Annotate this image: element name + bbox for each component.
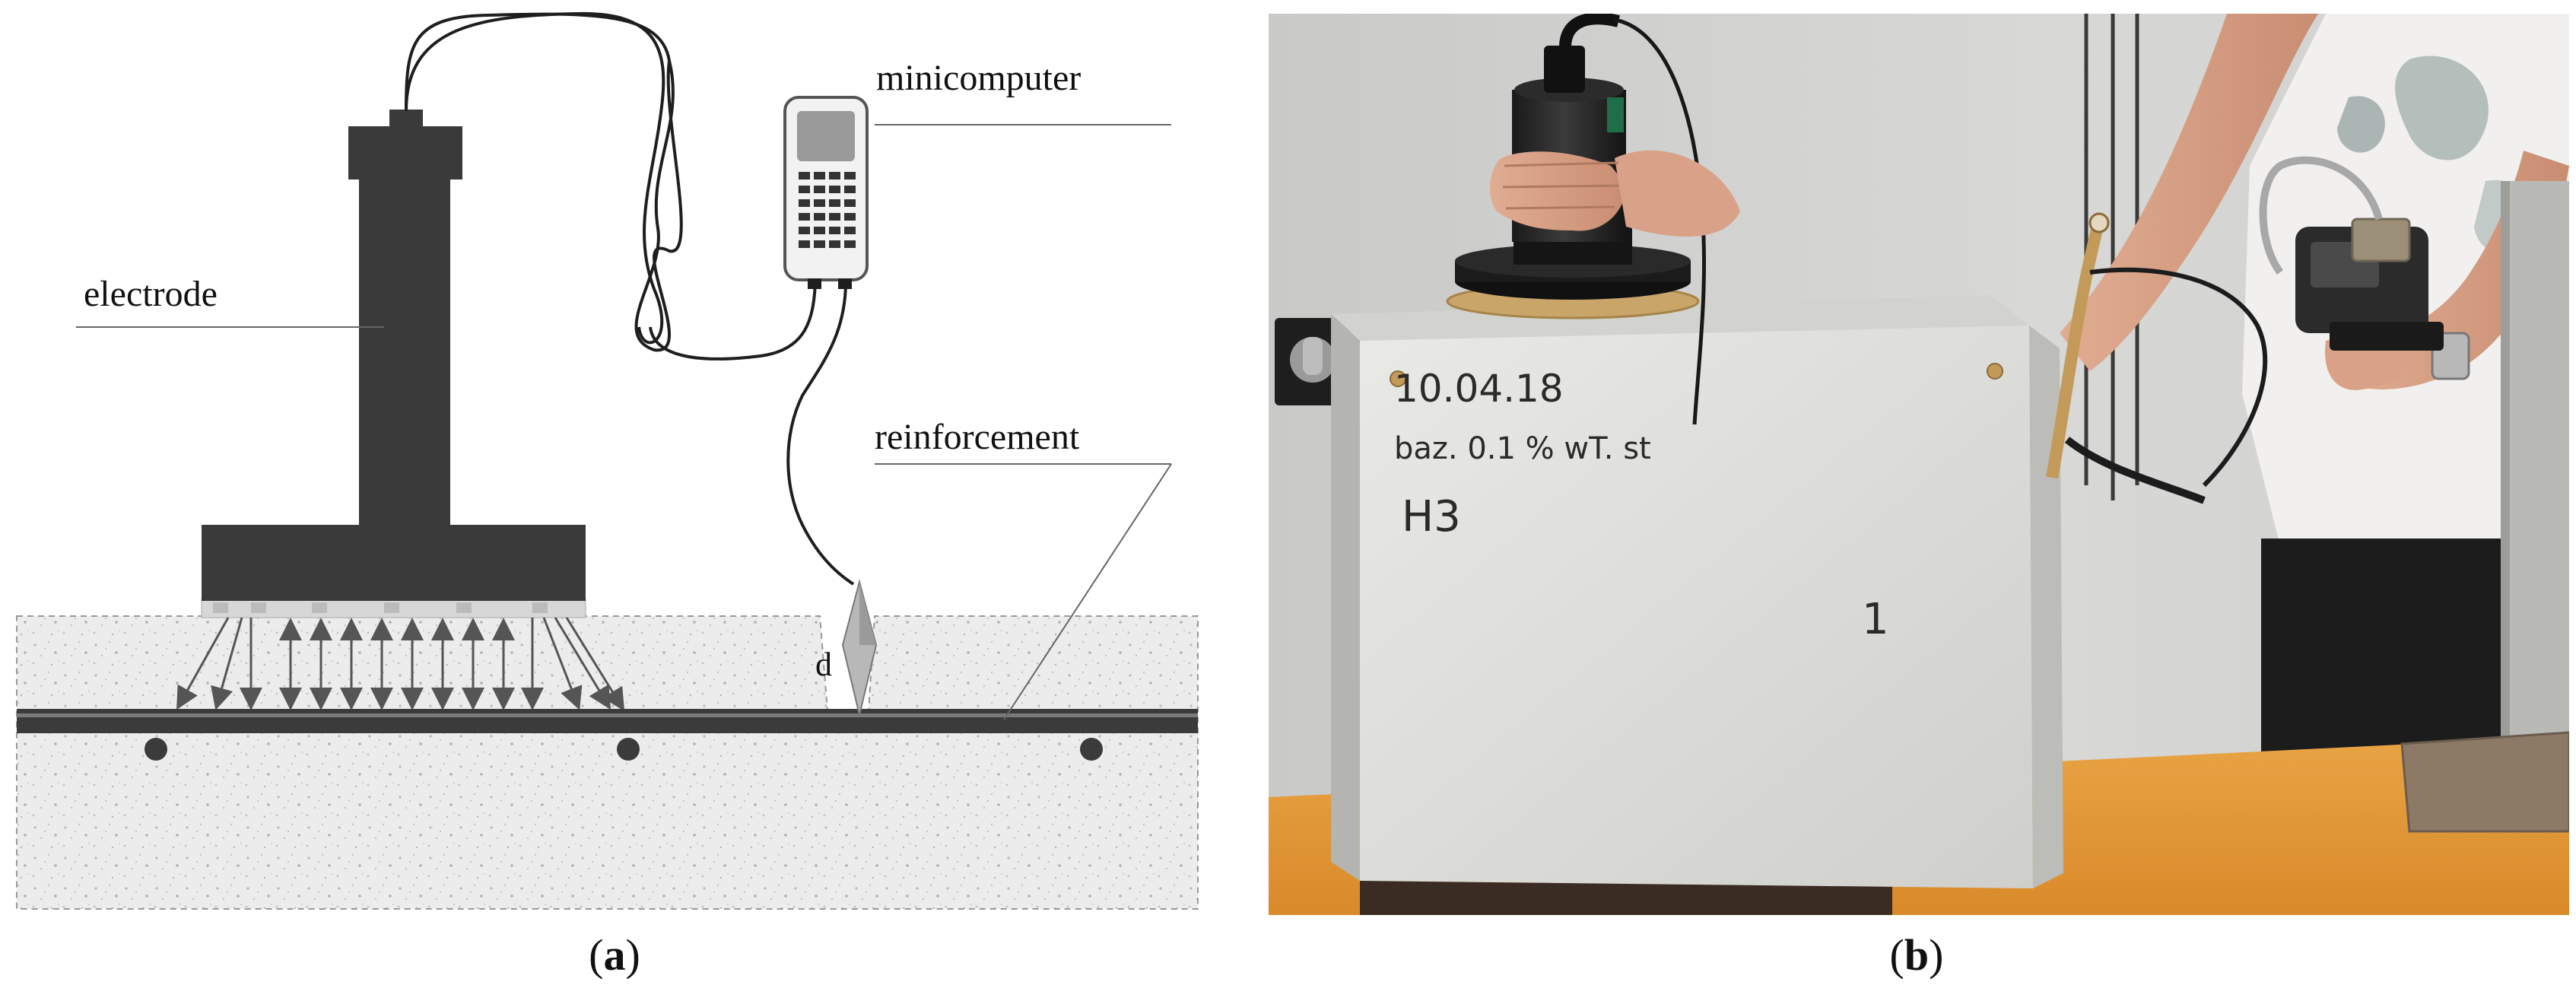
caption-a: (a) <box>589 930 640 980</box>
background-concrete-block <box>2501 181 2569 744</box>
leader-lines <box>76 124 1172 720</box>
specimen-mix: baz. 0.1 % wT. st <box>1394 431 1651 466</box>
handheld-minicomputer <box>2259 156 2444 351</box>
left-arm <box>2060 14 2318 371</box>
reinforcement-bar <box>17 709 1198 761</box>
probe-assembly <box>2046 212 2268 504</box>
current-flow-arrows <box>176 617 625 712</box>
label-minicomputer: minicomputer <box>876 58 1081 98</box>
concrete-slab <box>16 615 1199 910</box>
minicomputer-device <box>783 96 869 289</box>
specimen-code: H3 <box>1402 492 1461 542</box>
concrete-specimen <box>1331 295 2063 888</box>
measurement-photo: 10.04.18 baz. 0.1 % wT. st H3 1 <box>1269 14 2569 915</box>
schematic-diagram: electrode minicomputer reinforcement d <box>16 11 1199 910</box>
specimen-date: 10.04.18 <box>1394 367 1564 411</box>
specimen-number: 1 <box>1862 595 1889 644</box>
probe-tip <box>841 579 878 716</box>
label-reinforcement: reinforcement <box>875 417 1080 457</box>
cables <box>405 11 855 586</box>
label-distance-d: d <box>815 646 832 683</box>
wooden-board <box>2400 731 2569 833</box>
electrode-body <box>202 110 586 601</box>
label-electrode: electrode <box>84 274 218 314</box>
hand-on-electrode <box>1489 150 1740 237</box>
electrode-contact-layer <box>201 599 586 618</box>
caption-b: (b) <box>1889 930 1944 980</box>
